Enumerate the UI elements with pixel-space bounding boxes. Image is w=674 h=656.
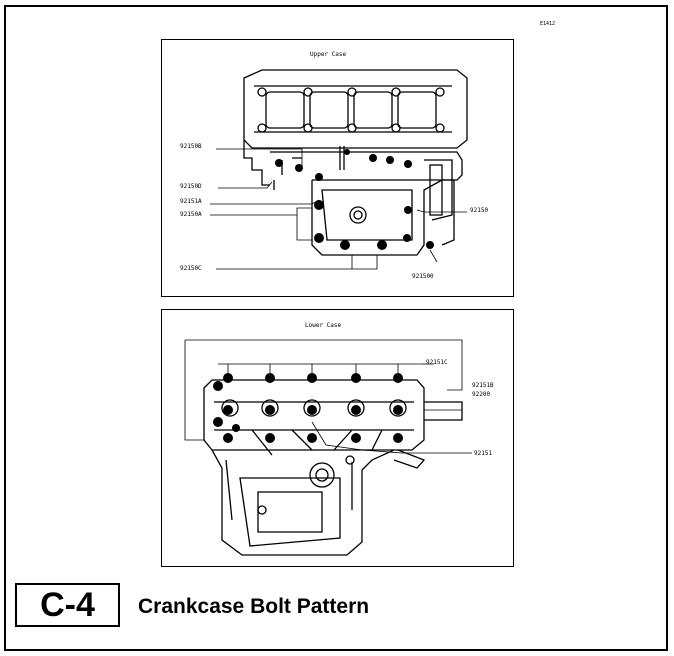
callout-92150: 92150 <box>470 207 489 214</box>
callout-92150D: 92150D <box>180 183 202 190</box>
lower-case-drawing <box>184 339 472 556</box>
page-frame <box>4 5 668 651</box>
upper-case-drawing <box>210 69 468 270</box>
section-code-box: C-4 <box>15 583 120 627</box>
callout-92151: 92151 <box>474 450 493 457</box>
callout-92150A: 92150A <box>180 211 202 218</box>
figure-caption: Crankcase Bolt Pattern <box>138 595 370 618</box>
callout-92150C: 92150C <box>180 265 202 272</box>
callout-92151A: 92151A <box>180 198 202 205</box>
reference-code: E1412 <box>540 21 556 27</box>
callout-92150B: 92150B <box>180 143 202 150</box>
callout-921500: 921500 <box>412 273 434 280</box>
lower-case-title: Lower Case <box>305 322 342 329</box>
section-code: C-4 <box>40 585 95 624</box>
upper-case-title: Upper Case <box>310 51 347 58</box>
callout-92151C: 92151C <box>426 359 448 366</box>
lower-case-panel: Lower Case 92151C 92151B 92200 92151 <box>161 309 514 567</box>
callout-92151B: 92151B <box>472 382 494 389</box>
upper-case-panel: Upper Case 92150B 92150D 92151A 92150A 9… <box>161 39 514 297</box>
callout-92200: 92200 <box>472 391 491 398</box>
